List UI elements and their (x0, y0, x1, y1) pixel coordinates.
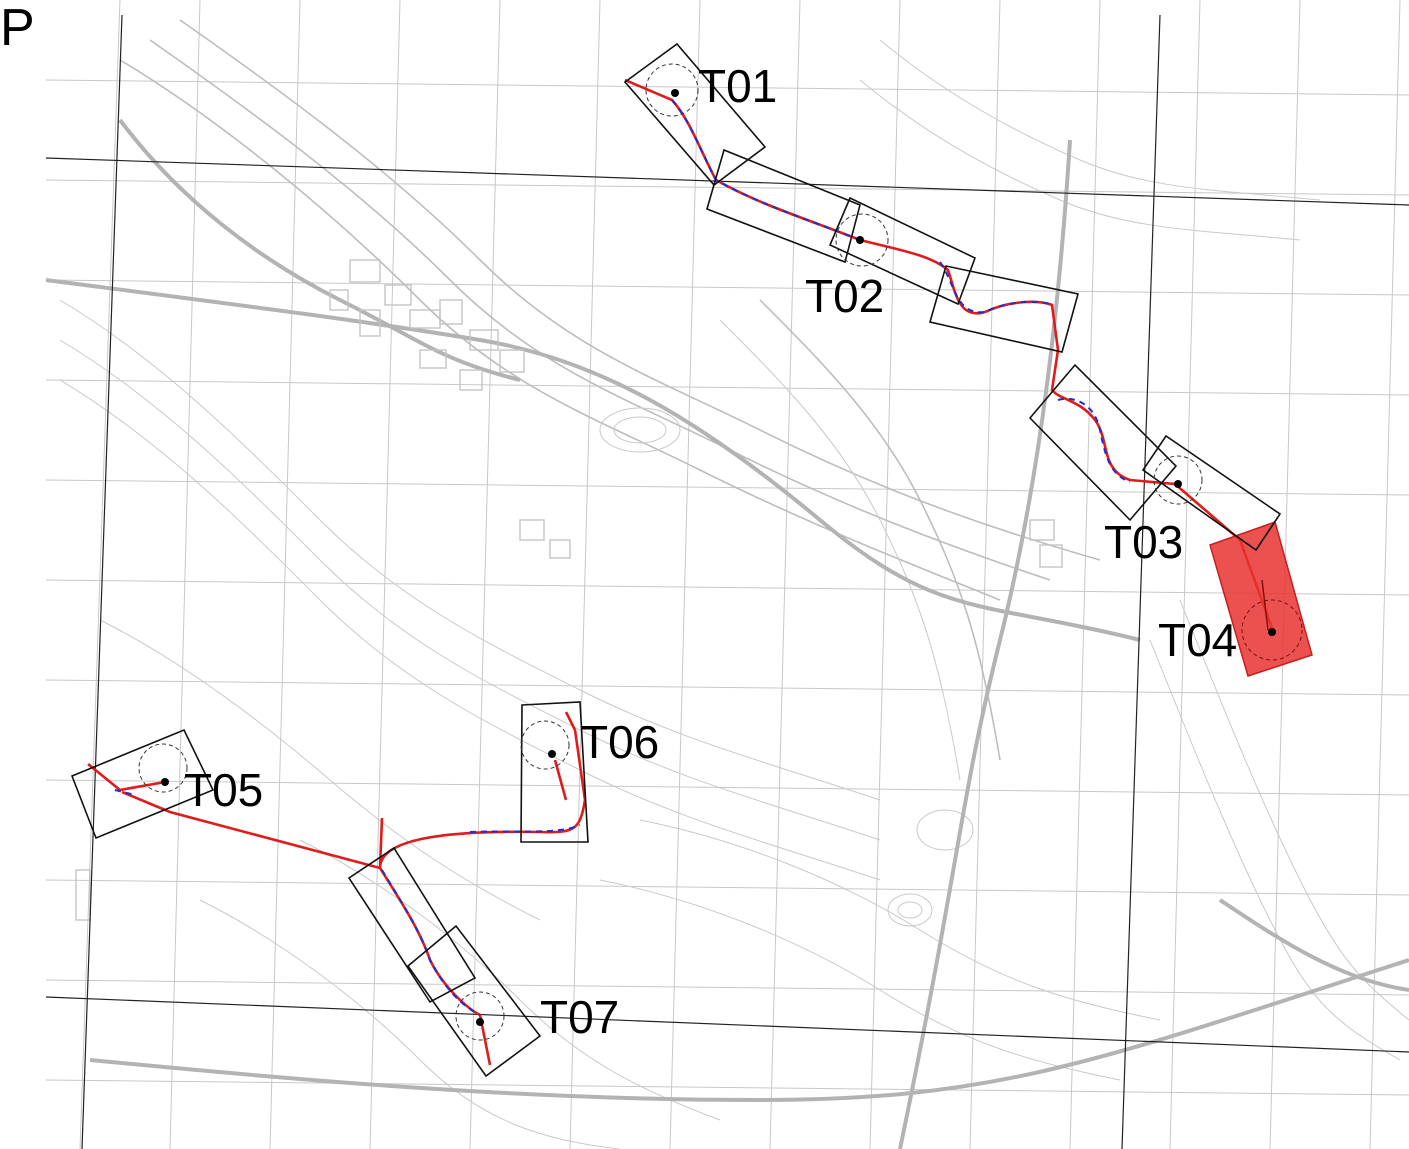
turbine-marker-icon (1268, 628, 1276, 636)
turbine-label: T05 (184, 764, 263, 816)
sheet-label: P (0, 0, 35, 57)
turbine-label: T07 (540, 991, 619, 1043)
turbine-T01[interactable]: T01 (645, 60, 777, 117)
roads (45, 118, 1409, 1149)
turbine-label: T04 (1158, 614, 1237, 666)
map-grid (45, 0, 1409, 1149)
turbine-T03[interactable]: T03 (1104, 455, 1203, 568)
turbine-marker-icon (1174, 480, 1182, 488)
turbine-T05[interactable]: T05 (138, 743, 263, 816)
base-map (45, 0, 1409, 1149)
turbine-marker-icon (671, 89, 679, 97)
access-road (114, 99, 1131, 1016)
turbine-label: T03 (1104, 516, 1183, 568)
turbine-T02[interactable]: T02 (805, 213, 889, 322)
turbine-T06[interactable]: T06 (520, 716, 659, 770)
turbine-marker-icon (161, 778, 169, 786)
substation-area (1209, 521, 1313, 677)
town-area (75, 259, 1063, 921)
turbine-marker-icon (476, 1018, 484, 1026)
turbine-marker-icon (548, 750, 556, 758)
turbine-label: T02 (805, 270, 884, 322)
contour-lines (59, 19, 1409, 1149)
turbine-marker-icon (856, 236, 864, 244)
sheet-boundaries (45, 14, 1409, 1149)
work-area-boxes (70, 42, 1282, 1078)
turbine-T07[interactable]: T07 (455, 991, 619, 1043)
turbine-T04[interactable]: T04 (1158, 614, 1276, 666)
turbine-label: T01 (698, 60, 777, 112)
turbine-label: T06 (580, 716, 659, 768)
